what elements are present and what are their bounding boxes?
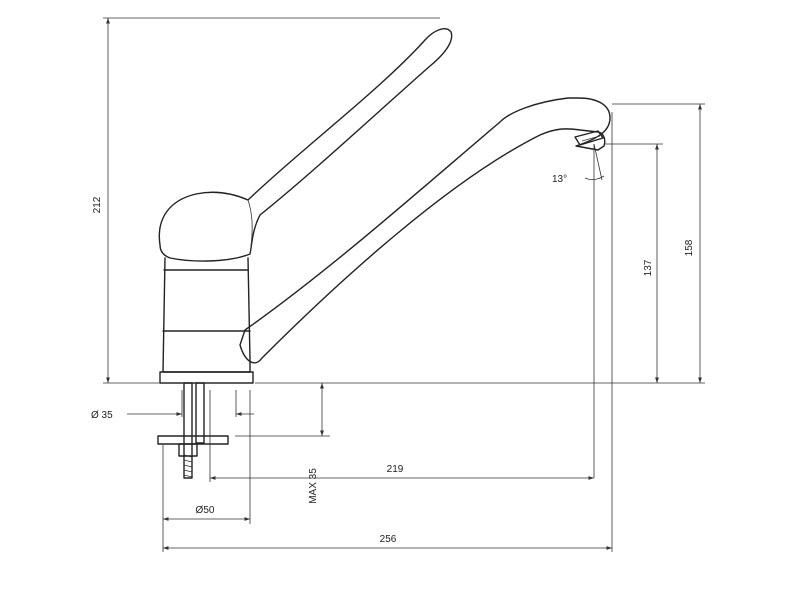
base-flange — [159, 371, 254, 384]
cartridge-body — [162, 257, 251, 373]
label-outlet-height: 137 — [643, 259, 654, 276]
label-spout-height: 158 — [684, 239, 695, 256]
lever-handle-crease — [247, 199, 253, 255]
mounting-plate — [157, 435, 229, 445]
angle-ray — [593, 143, 603, 181]
mounting-nut — [178, 443, 198, 457]
swivel-spout — [239, 97, 611, 364]
rod-threads — [183, 454, 193, 478]
label-hole-diameter: Ø 35 — [91, 410, 113, 421]
label-base-diameter: Ø50 — [196, 505, 215, 516]
label-spout-angle: 13° — [552, 174, 567, 185]
angle-arc — [584, 175, 605, 180]
label-max-thickness: MAX 35 — [308, 468, 319, 504]
threaded-rod-left — [183, 382, 193, 479]
dimension-labels: 212 158 137 13° Ø 35 MAX 35 219 Ø50 256 — [91, 174, 695, 545]
label-total-length: 256 — [380, 534, 397, 545]
threaded-rod-right — [195, 382, 205, 444]
dimension-lines — [103, 17, 705, 552]
faucet-body — [157, 28, 611, 479]
aerator-detail — [581, 135, 601, 142]
label-spout-reach: 219 — [387, 464, 404, 475]
label-total-height: 212 — [92, 196, 103, 213]
spout-aerator — [574, 130, 604, 146]
lever-handle — [158, 28, 453, 262]
